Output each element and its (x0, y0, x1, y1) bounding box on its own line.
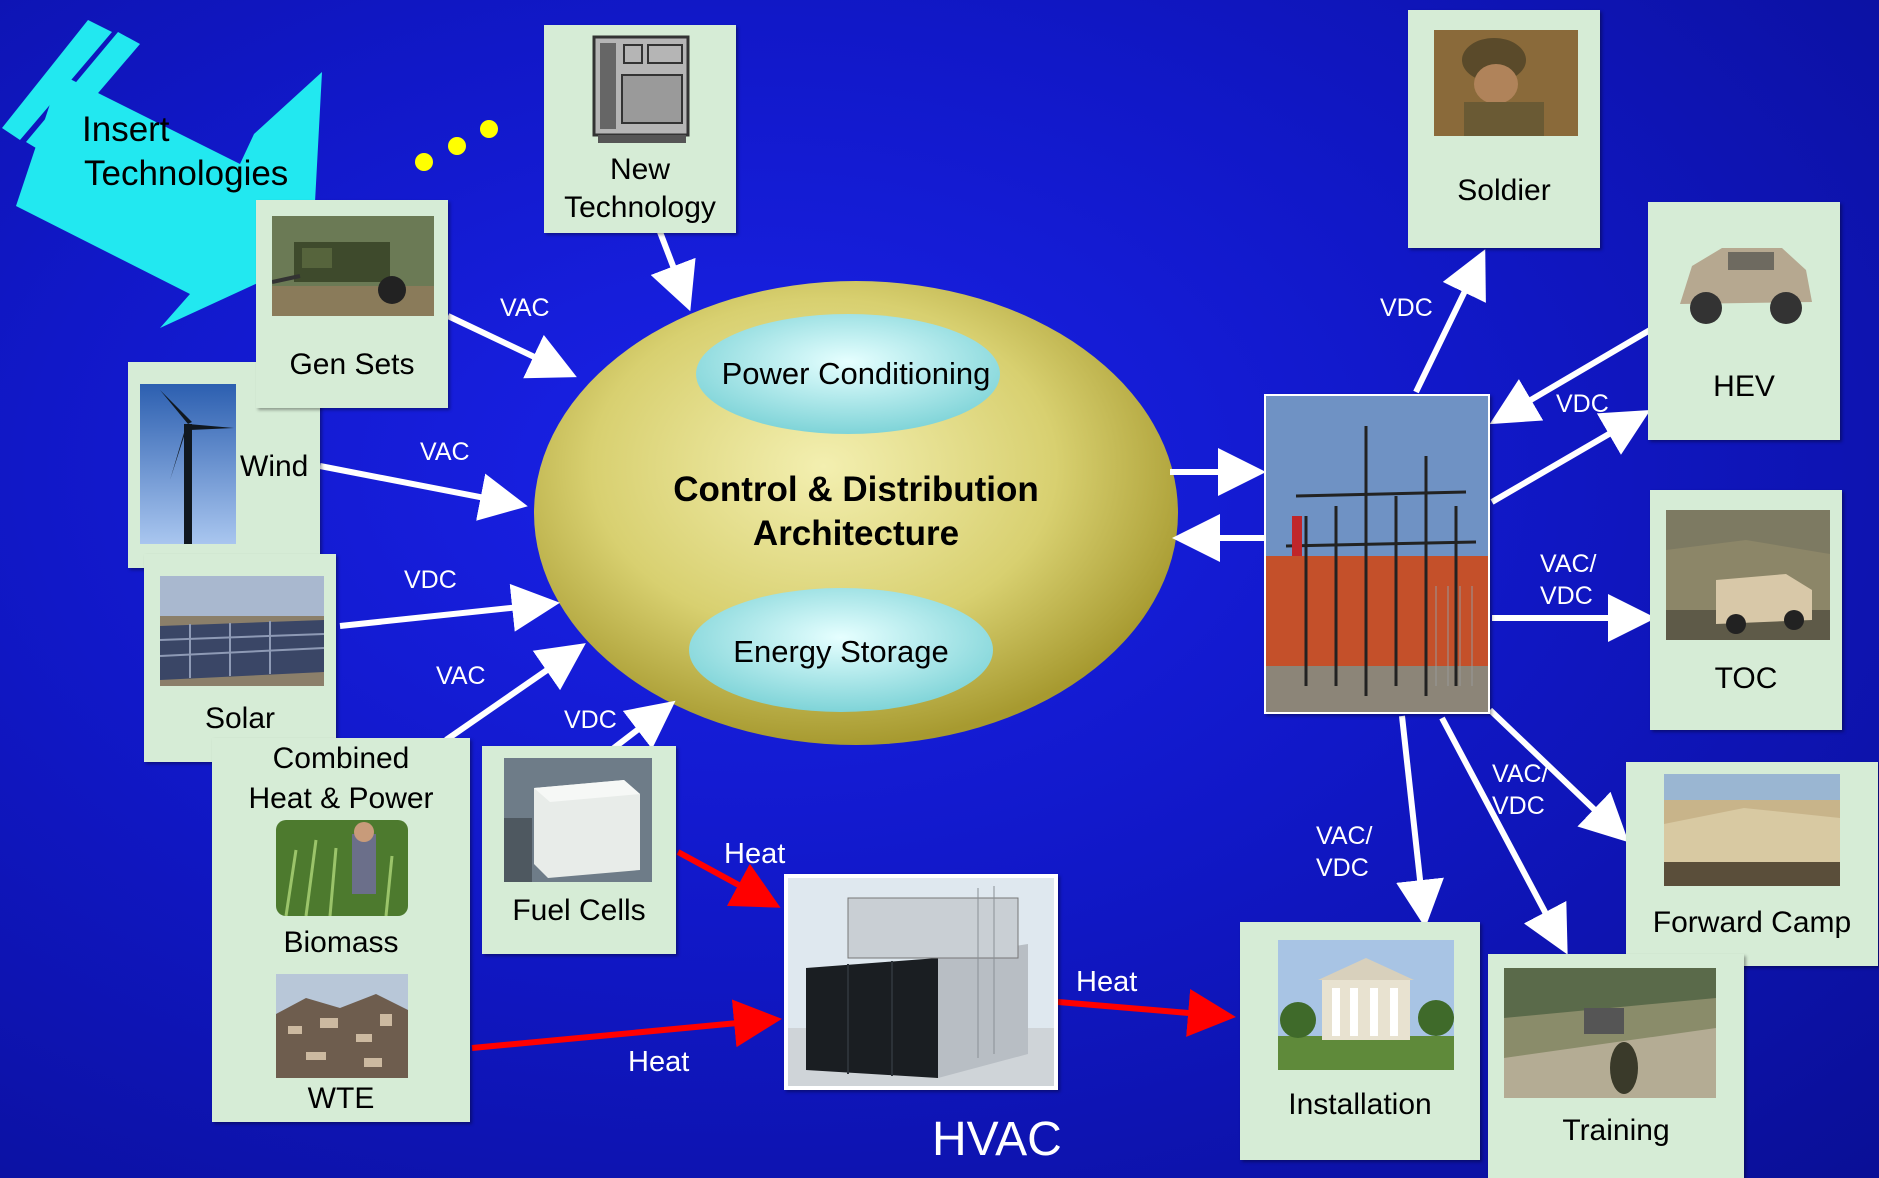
toc-image (1666, 510, 1830, 640)
arrow-forward-camp (1487, 707, 1629, 843)
arrow-heat-fuelcells (676, 849, 781, 908)
humvee-image (1672, 230, 1818, 330)
substation-image (1266, 396, 1488, 712)
installation-box: Installation (1240, 922, 1480, 1160)
label-hev-vdc: VDC (1556, 390, 1609, 418)
power-conditioning-label: Power Conditioning (721, 356, 991, 391)
toc-label: TOC (1714, 662, 1778, 695)
arrow-wind (319, 463, 528, 521)
training-image (1504, 968, 1716, 1098)
label-forward-line1: VAC/ (1492, 760, 1549, 788)
label-heat-chp: Heat (628, 1046, 690, 1078)
label-forward-line2: VDC (1492, 792, 1545, 820)
soldier-image (1434, 30, 1578, 136)
arrow-soldier (1413, 249, 1486, 394)
arrow-chp (444, 643, 586, 743)
installation-label: Installation (1288, 1088, 1432, 1121)
energy-storage-label: Energy Storage (733, 634, 949, 669)
arrow-training (1439, 716, 1568, 955)
chp-box: Combined Heat & Power Biomass WTE (212, 738, 470, 1122)
label-fuelcells-vdc: VDC (564, 706, 617, 734)
label-gensets-vac: VAC (500, 294, 550, 322)
label-heat-fuelcells: Heat (724, 838, 786, 870)
hvac-image-frame (784, 874, 1058, 1090)
wte-label: WTE (307, 1082, 375, 1115)
solar-panels-image (160, 576, 324, 686)
insert-label-line1: Insert (82, 110, 170, 149)
soldier-label: Soldier (1457, 174, 1551, 207)
chp-line1: Combined (272, 742, 410, 775)
label-install-line1: VAC/ (1316, 822, 1373, 850)
training-box: Training (1488, 954, 1744, 1178)
insert-label-line2: Technologies (84, 154, 289, 193)
label-heat-hvac-out: Heat (1076, 966, 1138, 998)
arrow-new-tech (650, 230, 696, 312)
wind-label: Wind (240, 450, 309, 483)
training-label: Training (1562, 1114, 1670, 1147)
energy-storage-ellipse (689, 588, 993, 712)
label-install-line2: VDC (1316, 854, 1369, 882)
generator-image (272, 216, 434, 316)
arrow-heat-installation (1057, 989, 1236, 1037)
arrow-solar (339, 583, 560, 632)
toc-box: TOC (1650, 490, 1842, 730)
new-technology-line2: Technology (564, 191, 716, 224)
waste-pile-image (276, 974, 408, 1078)
label-solar-vdc: VDC (404, 566, 457, 594)
solar-box: Solar (144, 554, 336, 762)
biomass-image (276, 820, 408, 916)
insert-technologies-arrow (2, 20, 322, 328)
biomass-label: Biomass (283, 926, 399, 959)
new-technology-line1: New (609, 153, 670, 186)
solar-label: Solar (204, 702, 276, 735)
architecture-title-line1: Control & Distribution (673, 470, 1039, 509)
gen-sets-box: Gen Sets (256, 200, 448, 408)
control-distribution-ellipse (534, 281, 1178, 745)
wind-turbine-image (140, 384, 236, 544)
label-wind-vac: VAC (420, 438, 470, 466)
forward-camp-image (1664, 774, 1840, 886)
substation-frame (1264, 394, 1490, 714)
fuel-cells-box: Fuel Cells (482, 746, 676, 954)
arrow-hev-in (1489, 327, 1652, 425)
device-icon (592, 35, 690, 143)
power-conditioning-ellipse (696, 314, 1000, 434)
installation-image (1278, 940, 1454, 1070)
label-chp-vac: VAC (436, 662, 486, 690)
label-toc-line1: VAC/ (1540, 550, 1597, 578)
chp-line2: Heat & Power (248, 782, 434, 815)
more-dots (415, 120, 498, 171)
arrow-installation (1396, 715, 1444, 928)
soldier-box: Soldier (1408, 10, 1600, 248)
architecture-title-line2: Architecture (752, 514, 960, 553)
arrow-gensets (446, 313, 577, 379)
arrow-hev-out (1490, 409, 1651, 505)
hev-label: HEV (1713, 370, 1775, 403)
fuel-cells-label: Fuel Cells (512, 894, 646, 927)
new-technology-box: New Technology (544, 25, 736, 233)
forward-camp-label: Forward Camp (1652, 906, 1852, 939)
hev-box: HEV (1648, 202, 1840, 440)
fuel-cell-image (504, 758, 652, 882)
hvac-label: HVAC (932, 1113, 1062, 1166)
arrow-heat-chp (471, 999, 782, 1051)
hvac-unit-image (788, 878, 1054, 1086)
forward-camp-box: Forward Camp (1626, 762, 1878, 966)
label-toc-line2: VDC (1540, 582, 1593, 610)
label-soldier-vdc: VDC (1380, 294, 1433, 322)
gen-sets-label: Gen Sets (289, 348, 415, 381)
